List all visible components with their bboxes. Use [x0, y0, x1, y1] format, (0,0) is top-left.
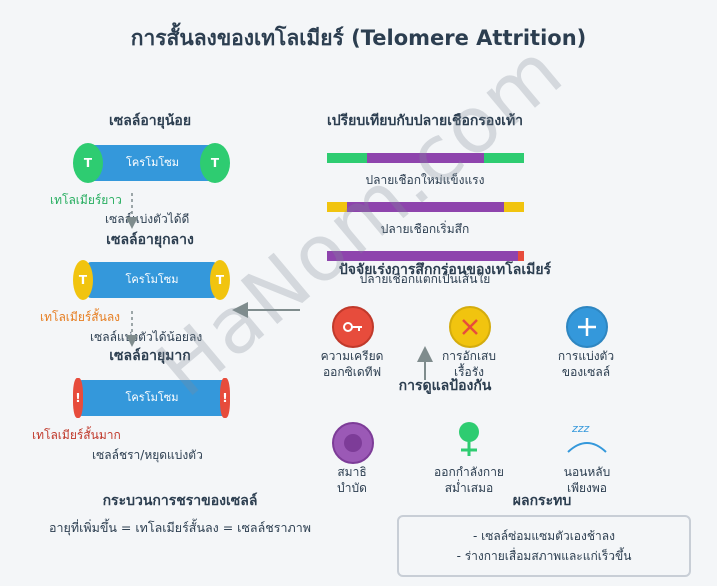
- care-label-line1: นอนหลับ: [563, 465, 611, 479]
- rope-tip-right: [518, 251, 524, 261]
- effects-box: - เซลล์ซ่อมแซมตัวเองช้าลง - ร่างกายเสื่อ…: [397, 515, 691, 577]
- factor-label-line1: การแบ่งตัว: [557, 349, 615, 363]
- rope-tip-right: [484, 153, 524, 163]
- step1-label: เซลล์แบ่งตัวได้ดี: [105, 212, 190, 226]
- process-equation: อายุที่เพิ่มขึ้น = เทโลเมียร์สั้นลง = เซ…: [49, 520, 311, 535]
- effects-title: ผลกระทบ: [512, 493, 572, 509]
- rope-body: [367, 153, 484, 163]
- zzz-text: zzz: [572, 422, 590, 435]
- worn-rope-label: ปลายเชือกเริ่มสึก: [380, 222, 470, 236]
- rope-tip-left: [327, 153, 367, 163]
- care-label-line1: ออกกำลังกาย: [434, 465, 504, 479]
- step3-label: เซลล์ชรา/หยุดแบ่งตัว: [92, 448, 203, 462]
- chromosome-body: โครโมโซม: [87, 262, 217, 298]
- factor-label-line1: การอักเสบ: [442, 349, 496, 363]
- telomere-cap-left: T: [73, 143, 103, 183]
- care-label-line2: บำบัด: [337, 481, 367, 495]
- plus-icon: [566, 306, 608, 348]
- broken-rope-label: ปลายเชือกแตกเป็นเส้นใย: [359, 272, 491, 286]
- telomere-cap-right: !: [220, 378, 230, 418]
- exercise-icon: [459, 422, 479, 456]
- factor-inflammation: การอักเสบ เรื้อรัง: [442, 348, 496, 380]
- very-short-telomere-label: เทโลเมียร์สั้นมาก: [32, 428, 121, 442]
- telomere-cap-right: T: [200, 143, 230, 183]
- factor-cell-division: การแบ่งตัว ของเซลล์: [558, 348, 614, 380]
- meditation-center: [344, 434, 362, 452]
- care-sleep: นอนหลับ เพียงพอ: [564, 464, 611, 496]
- factors-title: ปัจจัยเร่งการสึกกร่อนของเทโลเมียร์: [338, 262, 552, 278]
- long-telomere-label: เทโลเมียร์ยาว: [50, 193, 122, 207]
- process-title: กระบวนการชราของเซลล์: [102, 493, 258, 509]
- factor-label-line2: เรื้อรัง: [453, 365, 485, 379]
- care-exercise: ออกกำลังกาย สม่ำเสมอ: [434, 464, 504, 496]
- effect-line-2: - ร่างกายเสื่อมสภาพและแก่เร็วขึ้น: [456, 549, 632, 563]
- rope-body: [347, 202, 504, 212]
- step2-label: เซลล์แบ่งตัวได้น้อยลง: [90, 330, 203, 344]
- care-label-line2: สม่ำเสมอ: [444, 481, 494, 495]
- factor-oxidative: ความเครียด ออกซิเดทีฟ: [321, 348, 384, 380]
- telomere-cap-left: T: [73, 260, 93, 300]
- factor-label-line2: ของเซลล์: [561, 365, 611, 379]
- new-rope-label: ปลายเชือกใหม่แข็งแรง: [365, 173, 485, 187]
- factor-label-line2: ออกซิเดทีฟ: [322, 365, 382, 379]
- shorter-telomere-label: เทโลเมียร์สั้นลง: [40, 310, 121, 324]
- meditation-icon: [332, 422, 374, 464]
- rope-tip-left: [327, 202, 347, 212]
- factor-label-line1: ความเครียด: [320, 349, 384, 363]
- key-icon: [332, 306, 374, 348]
- rope-body: [327, 251, 524, 261]
- mid-cell-heading: เซลล์อายุกลาง: [106, 232, 194, 248]
- telomere-cap-right: T: [210, 260, 230, 300]
- young-cell-heading: เซลล์อายุน้อย: [108, 113, 192, 129]
- cross-icon: [449, 306, 491, 348]
- sleep-icon: zzz: [564, 422, 610, 456]
- care-label-line2: เพียงพอ: [566, 481, 608, 495]
- old-cell-heading: เซลล์อายุมาก: [109, 348, 191, 364]
- effect-line-1: - เซลล์ซ่อมแซมตัวเองช้าลง: [473, 529, 615, 543]
- care-label-line1: สมาธิ: [337, 465, 367, 479]
- chromosome-body: โครโมโซม: [90, 145, 215, 181]
- pillow-shape: [567, 442, 607, 453]
- compare-title: เปรียบเทียบกับปลายเชือกรองเท้า: [326, 113, 524, 129]
- telomere-cap-left: !: [73, 378, 83, 418]
- care-title: การดูแลป้องกัน: [398, 378, 492, 394]
- page-title: การสั้นลงของเทโลเมียร์ (Telomere Attriti…: [130, 26, 587, 50]
- care-meditation: สมาธิ บำบัด: [337, 464, 367, 496]
- rope-tip-right: [504, 202, 524, 212]
- chromosome-body: โครโมโซม: [78, 380, 226, 416]
